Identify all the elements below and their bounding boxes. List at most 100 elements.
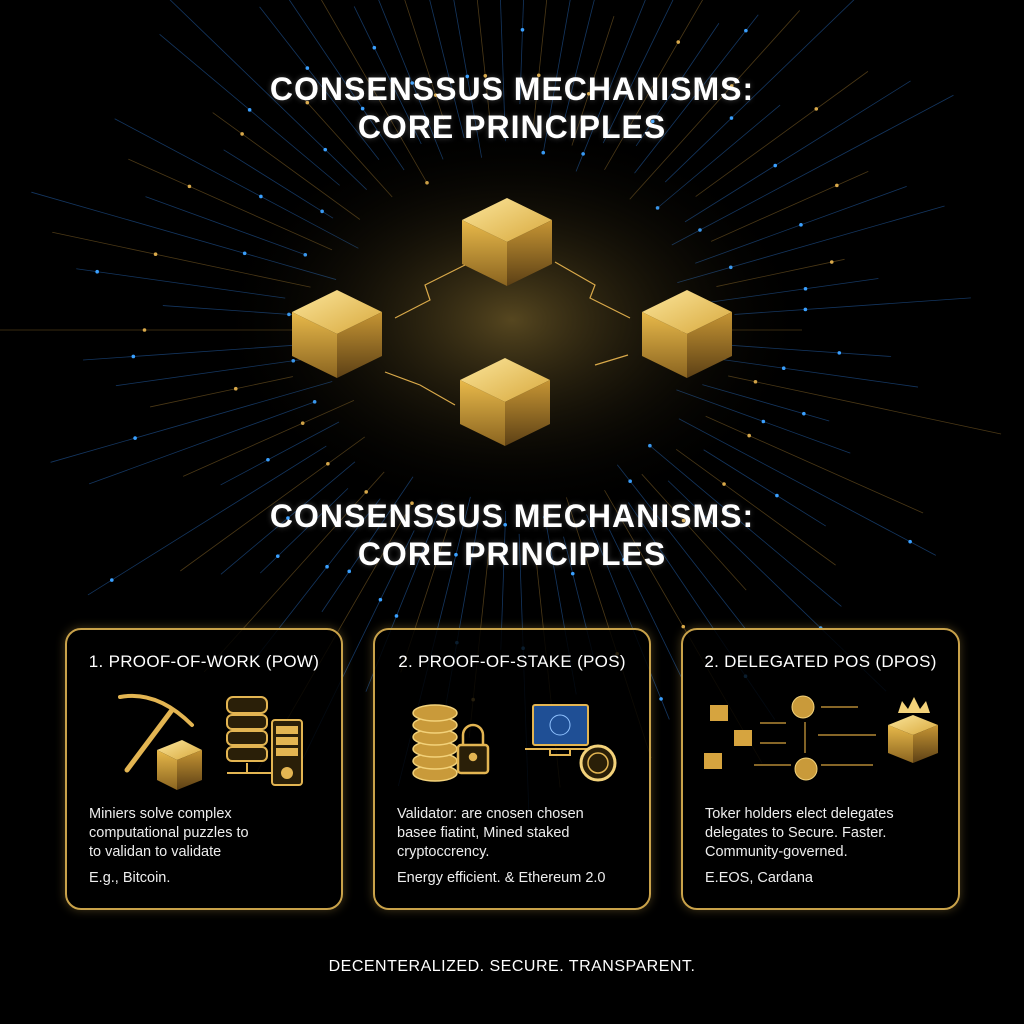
desc-line: Validator: are cnosen chosen: [397, 806, 584, 822]
desc-line: basee fiatint, Mined staked: [397, 825, 570, 841]
light-ray: [378, 0, 444, 160]
light-dot: [536, 73, 541, 78]
light-dot: [773, 163, 778, 168]
light-dot: [286, 516, 290, 520]
light-ray: [259, 488, 349, 574]
monitor-icon: [525, 704, 595, 756]
section-title-line2: CORE PRINCIPLES: [357, 536, 667, 572]
light-dot: [410, 81, 415, 85]
light-ray: [571, 16, 615, 146]
light-dot: [153, 252, 158, 257]
card-example: E.EOS, Cardana: [705, 870, 813, 886]
footer-tagline: DECENTERALIZED. SECURE. TRANSPARENT.: [328, 958, 696, 975]
lock-icon: [456, 723, 490, 775]
card-heading: 1. PROOF-OF-WORK (POW): [88, 652, 320, 671]
light-ray: [586, 514, 670, 720]
light-dot: [110, 578, 114, 582]
light-ray: [476, 0, 491, 120]
desc-line: Community-governed.: [705, 844, 848, 860]
light-dot: [586, 91, 591, 96]
cube-right: [642, 290, 732, 378]
light-dot: [837, 351, 842, 355]
light-dot: [722, 482, 726, 486]
server-icon: [226, 696, 303, 786]
section-title-line1: CONSENSSUS MECHANISMS:: [269, 498, 755, 534]
light-ray: [635, 23, 720, 147]
light-dot: [323, 147, 328, 152]
card-heading: 2. DELEGATED POS (DPOS): [704, 652, 937, 671]
light-dot: [570, 571, 575, 576]
desc-line: Miniers solve complex: [89, 806, 232, 822]
cube-left: [292, 290, 382, 378]
light-dot: [187, 184, 192, 189]
light-dot: [729, 84, 734, 88]
card-heading: 2. PROOF-OF-STAKE (POS): [398, 652, 626, 671]
block-network-diagram: [292, 198, 732, 446]
light-dot: [650, 119, 655, 124]
light-ray: [500, 510, 507, 650]
cube-bottom: [460, 358, 550, 446]
light-dot: [95, 269, 99, 274]
card-example: Energy efficient. & Ethereum 2.0: [397, 870, 606, 886]
coin-stack-icon: [412, 704, 458, 782]
light-ray: [664, 0, 855, 183]
light-ray: [169, 0, 367, 190]
light-ray: [602, 0, 674, 144]
light-dot: [503, 522, 507, 527]
card-description: Miniers solve complex computational puzz…: [89, 805, 327, 862]
light-dot: [372, 45, 377, 50]
light-dot: [240, 132, 244, 136]
light-ray: [519, 0, 524, 105]
light-ray: [353, 6, 422, 145]
desc-line: computational puzzles to: [89, 825, 249, 841]
light-dot: [433, 93, 438, 97]
card-description: Validator: are cnosen chosen basee fiati…: [397, 805, 635, 862]
desc-line: Toker holders elect delegates: [705, 806, 894, 822]
light-dot: [378, 597, 383, 602]
light-ray: [500, 0, 506, 142]
light-dot: [275, 554, 280, 558]
light-dot: [802, 411, 806, 416]
light-dot: [744, 28, 748, 33]
header-title-line2: CORE PRINCIPLES: [357, 109, 667, 145]
light-dot: [305, 66, 310, 70]
light-dot: [259, 194, 263, 199]
light-dot: [394, 614, 399, 618]
token-coin-icon: [579, 744, 617, 782]
light-ray: [703, 449, 826, 527]
light-dot: [829, 260, 834, 264]
card-description: Toker holders elect delegates delegates …: [705, 805, 944, 862]
light-dot: [622, 557, 626, 562]
light-ray: [564, 0, 595, 120]
section-title: CONSENSSUS MECHANISMS: CORE PRINCIPLES: [0, 497, 1024, 573]
card-proof-of-stake: 2. PROOF-OF-STAKE (POS) Validator: are c…: [373, 628, 651, 910]
light-ray: [429, 0, 465, 138]
light-dot: [681, 518, 686, 523]
light-ray: [288, 0, 405, 171]
desc-line: cryptoccrency.: [397, 844, 490, 860]
light-dot: [814, 107, 819, 111]
light-dot: [659, 697, 663, 701]
desc-line: to validan to validate: [89, 844, 222, 860]
header-title-line1: CONSENSSUS MECHANISMS:: [269, 71, 755, 107]
cube-top: [462, 198, 552, 286]
light-dot: [347, 569, 352, 574]
light-dot: [465, 74, 470, 79]
crown-cube-icon: [888, 697, 938, 763]
light-dot: [799, 223, 803, 227]
desc-line: delegates to Secure. Faster.: [705, 825, 887, 841]
light-dot: [325, 564, 329, 569]
light-ray: [542, 0, 571, 153]
card-example: E.g., Bitcoin.: [89, 870, 171, 886]
card-delegated-pos: 2. DELEGATED POS (DPOS) Toker holders el…: [681, 628, 960, 910]
light-ray: [404, 0, 445, 120]
connection-arrows: [384, 261, 631, 406]
light-dot: [360, 106, 365, 111]
light-dot: [775, 493, 779, 498]
light-dot: [681, 624, 686, 629]
gold-cube-icon: [157, 740, 202, 790]
light-dot: [131, 354, 136, 359]
light-dot: [483, 74, 488, 78]
light-dot: [305, 100, 310, 105]
